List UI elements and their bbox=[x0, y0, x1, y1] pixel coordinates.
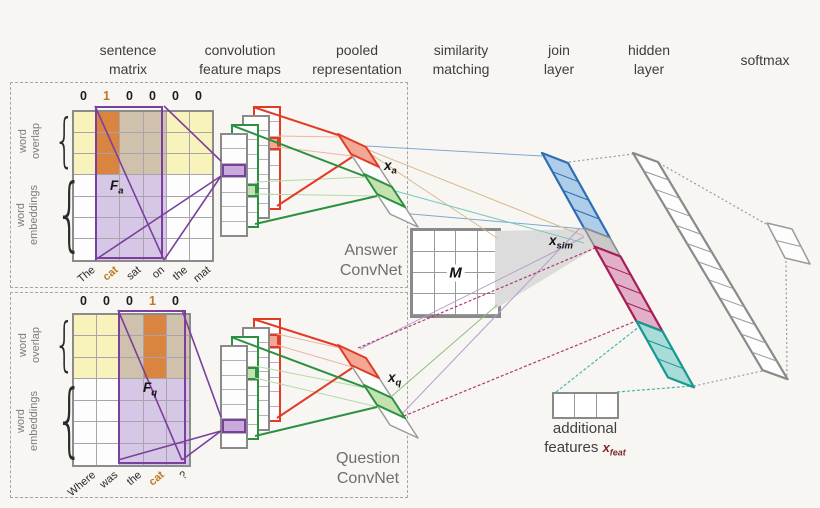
matrix-cell bbox=[74, 315, 98, 337]
matrix-cell bbox=[97, 400, 121, 423]
matrix-cell bbox=[189, 238, 213, 260]
header-softmax: softmax bbox=[740, 52, 790, 68]
feature-map-cell bbox=[222, 347, 246, 360]
hidden-layer bbox=[631, 151, 789, 381]
matrix-cell bbox=[166, 175, 190, 197]
overlap-indicator: 0 bbox=[80, 294, 87, 308]
join-sim-cell bbox=[583, 227, 622, 258]
overlap-indicator: 1 bbox=[149, 294, 156, 308]
matrix-cell bbox=[97, 357, 121, 380]
overlap-indicator: 0 bbox=[126, 294, 133, 308]
join-magenta-segment bbox=[593, 245, 664, 333]
answer-embeddings-brace: { bbox=[55, 167, 84, 260]
question-pooled-label: xq bbox=[388, 370, 402, 389]
answer-feature-map-1 bbox=[220, 133, 248, 237]
feature-map-active-cell bbox=[222, 418, 246, 433]
features-to-join-teal-lines bbox=[555, 325, 693, 393]
matrix-cell bbox=[166, 154, 190, 176]
feature-map-cell bbox=[222, 432, 246, 447]
feature-map-cell bbox=[222, 177, 246, 191]
matrix-cell bbox=[166, 238, 190, 260]
word-label: mat bbox=[190, 264, 213, 285]
matrix-cell bbox=[189, 217, 213, 239]
matrix-cell bbox=[166, 217, 190, 239]
matrix-cell bbox=[74, 336, 98, 358]
matrix-cell bbox=[97, 443, 121, 465]
answer-filter-window bbox=[95, 106, 163, 259]
feature-map-cell bbox=[222, 389, 246, 403]
matrix-cell bbox=[97, 422, 121, 444]
join-hidden-softmax-dotted-lines bbox=[568, 153, 788, 387]
question-embeddings-brace: { bbox=[55, 373, 84, 466]
additional-features-caption: additional features xfeat bbox=[544, 420, 626, 458]
similarity-matrix-label: M bbox=[446, 264, 465, 282]
overlap-indicator: 0 bbox=[126, 89, 133, 103]
matrix-cell bbox=[74, 443, 98, 465]
overlap-indicator: 0 bbox=[103, 294, 110, 308]
question-feature-map-1 bbox=[220, 345, 248, 449]
matrix-cell bbox=[189, 154, 213, 176]
question-overlap-indicator-row: 0 0 0 1 0 bbox=[72, 294, 187, 308]
answer-overlap-indicator-row: 0 1 0 0 0 0 bbox=[72, 89, 210, 103]
feature-map-cell bbox=[222, 206, 246, 220]
matrix-cell bbox=[97, 315, 121, 337]
similarity-funnel bbox=[495, 229, 595, 309]
answer-pooled-label: xa bbox=[384, 158, 397, 177]
feature-map-cell bbox=[222, 360, 246, 374]
softmax-layer bbox=[766, 222, 811, 265]
matrix-cell bbox=[74, 379, 98, 401]
answer-filter-label: Fa bbox=[110, 178, 124, 197]
matrix-cell bbox=[189, 196, 213, 218]
feature-map-cell bbox=[222, 148, 246, 162]
matrix-cell bbox=[97, 379, 121, 401]
overlap-indicator: 0 bbox=[172, 294, 179, 308]
matrix-cell bbox=[74, 400, 98, 423]
feature-map-cell bbox=[222, 374, 246, 389]
feature-map-cell bbox=[222, 191, 246, 206]
overlap-indicator: 1 bbox=[103, 89, 110, 103]
question-overlap-brace: { bbox=[54, 310, 75, 378]
matrix-cell bbox=[166, 196, 190, 218]
matrix-cell bbox=[74, 357, 98, 380]
matrix-cell bbox=[166, 112, 190, 134]
question-filter-label: Fq bbox=[143, 380, 158, 399]
matrix-cell bbox=[97, 336, 121, 358]
join-layer bbox=[540, 151, 696, 389]
matrix-cell bbox=[166, 133, 190, 155]
join-teal-segment bbox=[635, 320, 696, 389]
feature-map-cell bbox=[222, 403, 246, 418]
additional-features-box bbox=[552, 392, 619, 419]
matrix-cell bbox=[74, 112, 98, 134]
matrix-cell bbox=[74, 422, 98, 444]
similarity-matrix: M bbox=[410, 228, 501, 318]
join-blue-segment bbox=[540, 151, 612, 240]
matrix-cell bbox=[74, 133, 98, 155]
matrix-cell bbox=[189, 133, 213, 155]
feature-map-cell bbox=[222, 135, 246, 148]
answer-overlap-brace: { bbox=[54, 106, 75, 174]
sim-vector-label: xsim bbox=[549, 233, 573, 252]
overlap-indicator: 0 bbox=[172, 89, 179, 103]
overlap-indicator: 0 bbox=[195, 89, 202, 103]
feature-map-active-cell bbox=[222, 162, 246, 178]
overlap-indicator: 0 bbox=[149, 89, 156, 103]
overlap-indicator: 0 bbox=[80, 89, 87, 103]
matrix-cell bbox=[189, 112, 213, 134]
feature-map-cell bbox=[222, 220, 246, 235]
matrix-cell bbox=[189, 175, 213, 197]
